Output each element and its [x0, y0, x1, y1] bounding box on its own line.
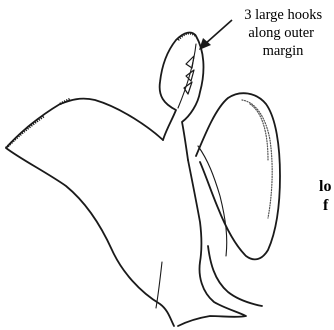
- annotation-text: 3 large hooks along outer margin: [244, 7, 326, 59]
- upper-appendage-outline: [160, 33, 204, 160]
- annotation-leader-line: [205, 20, 232, 44]
- junction-crossing-line: [198, 146, 227, 256]
- right-lobe-outline: [196, 93, 280, 259]
- left-lobe-serrate-edge: [6, 116, 44, 148]
- left-lobe-outline: [6, 99, 174, 326]
- stem-inner-line: [156, 262, 162, 308]
- annotation-line-3: margin: [263, 43, 305, 59]
- side-label-1: lo: [319, 178, 331, 195]
- annotation-line-1: 3 large hooks: [244, 7, 322, 23]
- annotation-line-2: along outer: [248, 25, 314, 41]
- lower-spur-outline: [208, 246, 262, 306]
- side-label-2: f: [323, 197, 329, 214]
